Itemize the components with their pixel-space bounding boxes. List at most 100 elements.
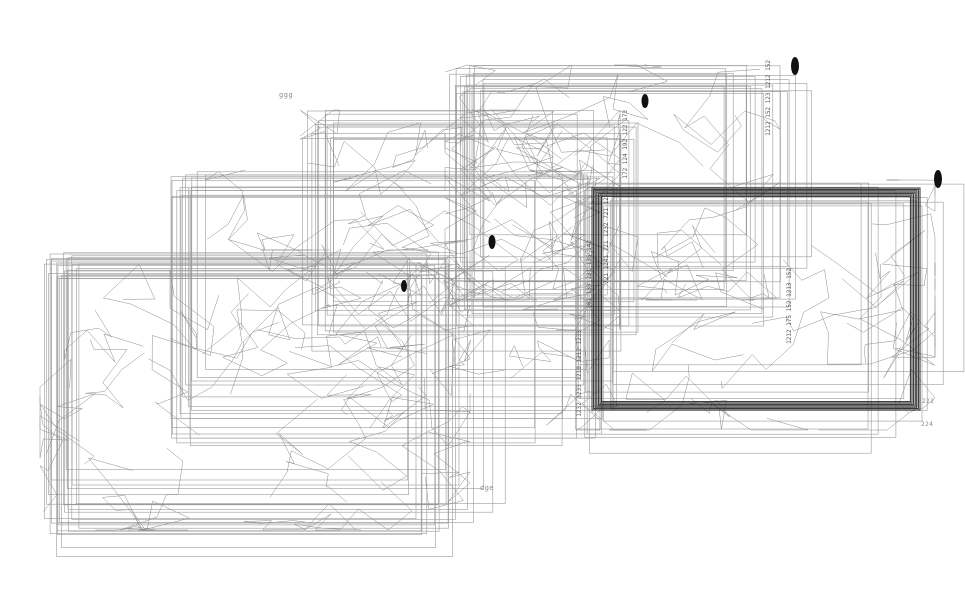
scribble-line <box>304 481 413 531</box>
scribble-line <box>87 457 146 531</box>
outline-rectangle <box>71 264 460 486</box>
annotation-side: 161 133 131 135 142 <box>586 240 593 309</box>
scribble-line <box>335 272 422 366</box>
scribble-line <box>872 213 936 290</box>
outline-rectangle <box>333 122 639 333</box>
scribble-line <box>202 304 330 377</box>
scribble-line <box>652 311 744 372</box>
outline-rectangle <box>171 197 596 439</box>
scribble-line <box>600 224 722 277</box>
scribble-line <box>449 329 505 375</box>
scribble-line <box>535 119 704 194</box>
ink-blot <box>641 94 649 108</box>
scribble-line <box>721 259 830 390</box>
overlapping-rectangles <box>44 65 965 557</box>
scribble-line <box>39 393 96 465</box>
scribble-line <box>444 257 538 301</box>
outline-rectangle <box>56 277 453 557</box>
outline-rectangle <box>603 205 923 422</box>
outline-rectangle <box>190 194 563 446</box>
scribble-line <box>328 249 463 322</box>
outline-rectangle <box>471 88 763 314</box>
scribble-line <box>444 64 496 215</box>
scribble-line <box>366 301 427 358</box>
scribble-line <box>148 309 306 401</box>
scribble-line <box>521 115 624 189</box>
scribble-line <box>462 132 621 206</box>
scribble-line <box>508 340 579 379</box>
scribble-line <box>890 290 936 358</box>
outline-rectangle <box>611 197 928 411</box>
scribble-line <box>444 126 538 217</box>
scribble-line <box>39 396 80 459</box>
scribble-line <box>257 265 457 345</box>
outline-rectangle <box>67 257 468 510</box>
outline-rectangle <box>63 252 439 506</box>
outline-rectangle <box>586 186 879 435</box>
scribble-line <box>85 339 145 409</box>
scribble-line <box>460 138 564 206</box>
outline-rectangle <box>51 258 449 524</box>
scribble-line <box>512 195 593 264</box>
outline-rectangle <box>472 73 734 271</box>
scribble-line <box>228 219 385 272</box>
scribble-line <box>340 386 435 429</box>
scribble-line <box>451 84 534 193</box>
scribble-line <box>421 431 471 503</box>
outline-rectangle <box>188 187 617 407</box>
outline-rectangle <box>78 263 449 529</box>
scribble-line <box>102 263 279 359</box>
frame-rectangle <box>599 194 913 404</box>
frame-rectangle <box>594 190 918 408</box>
scribble-line <box>392 109 516 169</box>
outline-rectangle <box>176 190 536 444</box>
outline-rectangle <box>191 176 614 382</box>
label-corner-a: 222 <box>922 398 935 405</box>
outline-rectangle <box>326 125 615 316</box>
scribble-line <box>493 201 621 271</box>
label-bottom-center: dge <box>480 484 495 492</box>
scribble-line <box>650 251 764 310</box>
scribble-line <box>205 169 248 241</box>
outline-rectangle <box>64 270 494 513</box>
scribble-line <box>523 74 649 134</box>
ink-blot <box>791 57 799 75</box>
outline-rectangle <box>589 203 872 454</box>
outline-rectangle <box>171 180 535 428</box>
annotation-upper: 172 124 192 122 173 <box>622 110 629 179</box>
ink-blot <box>488 235 496 249</box>
scribble-line <box>289 351 471 447</box>
scribble-line <box>442 250 471 333</box>
outline-rectangle <box>196 171 581 378</box>
scribble-line <box>581 365 690 431</box>
scribble-line <box>269 254 356 296</box>
outline-rectangle <box>44 263 417 519</box>
outline-rectangle <box>480 90 812 258</box>
scribble-line <box>286 331 413 399</box>
annotation-lower: 1232 1233 1210 1212 1233 <box>576 330 583 417</box>
scribble-line <box>677 271 778 301</box>
scribble-line <box>653 207 770 299</box>
ink-blots <box>401 57 942 292</box>
outline-rectangle <box>578 183 862 366</box>
frame-rectangle <box>593 188 919 410</box>
scribble-line <box>401 393 471 510</box>
outline-rectangle <box>59 278 474 523</box>
scribble-line <box>365 271 487 331</box>
ink-blot <box>934 170 942 188</box>
scribble-line <box>751 252 904 332</box>
scribble-line <box>169 269 220 356</box>
scribble-line <box>295 334 471 403</box>
frame-rectangle <box>596 191 916 407</box>
scribble-line <box>64 309 144 363</box>
outline-rectangle <box>49 253 428 534</box>
scribble-lines <box>39 64 936 531</box>
scribble-line <box>407 262 457 316</box>
outline-rectangle <box>48 273 409 495</box>
scribble-line <box>811 230 928 295</box>
outline-rectangle <box>65 258 446 470</box>
outline-rectangle <box>57 275 423 535</box>
scribble-line <box>300 170 432 277</box>
scribble-line <box>444 134 496 202</box>
annotation-top-right: 1212 152 123 1212 152 <box>765 60 772 136</box>
